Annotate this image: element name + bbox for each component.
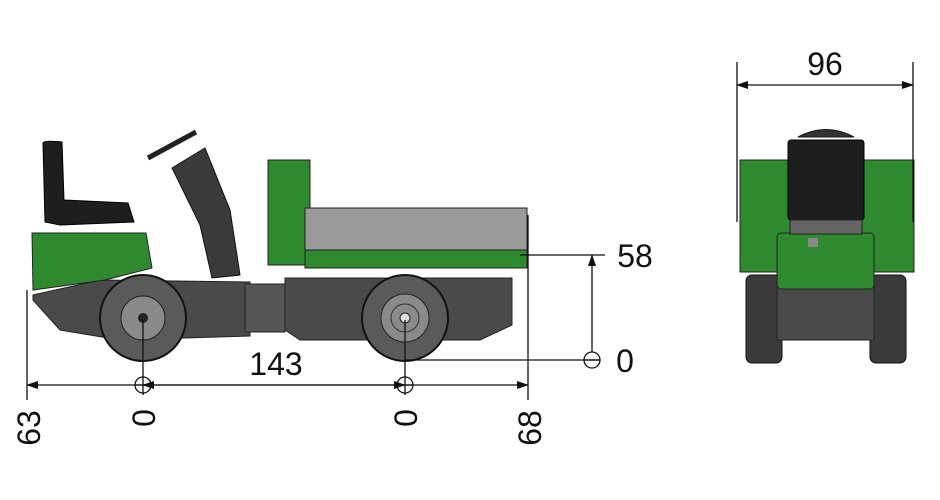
right-tire xyxy=(869,274,907,364)
wheelbase-label: 143 xyxy=(249,346,302,382)
front-wheel xyxy=(361,274,449,362)
cargo-deck-frame xyxy=(304,249,528,269)
body-panel xyxy=(776,232,875,290)
side-view-vehicle xyxy=(31,129,528,362)
seat-base xyxy=(789,219,863,235)
width-label: 96 xyxy=(807,46,843,82)
rear-overhang-label: 63 xyxy=(11,410,47,446)
front-overhang-label: 68 xyxy=(512,410,548,446)
light xyxy=(808,238,818,247)
ground-datum-label: 0 xyxy=(616,343,634,379)
seat xyxy=(42,140,135,226)
deck-height-label: 58 xyxy=(617,238,653,274)
chassis xyxy=(776,284,875,341)
front-view-vehicle xyxy=(739,129,915,364)
headboard xyxy=(267,159,311,266)
coupling xyxy=(244,283,286,333)
side-view-dimensions: 143 58 0 63 0 0 68 xyxy=(11,215,653,446)
rear-axle-datum-label: 0 xyxy=(126,409,162,427)
steering-column xyxy=(171,147,241,279)
seat-back xyxy=(787,139,865,221)
rear-wheel xyxy=(99,274,187,362)
steering-wheel xyxy=(146,129,198,161)
front-axle-datum-label: 0 xyxy=(388,409,424,427)
front-view-dimensions: 96 xyxy=(736,46,914,222)
rear-body xyxy=(31,232,153,291)
steering-wheel xyxy=(797,129,855,138)
